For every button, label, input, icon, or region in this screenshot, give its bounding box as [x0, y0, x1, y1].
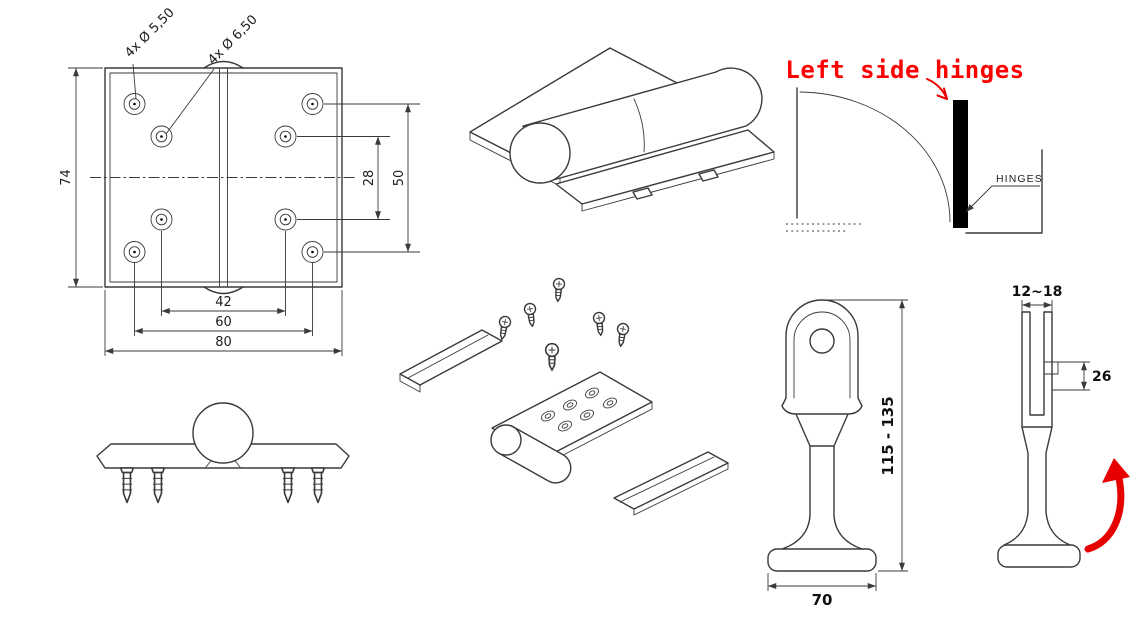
- screw-icon: [614, 322, 630, 348]
- hinges-leader: [965, 185, 1040, 213]
- dim-pivot-height: 115 - 135: [879, 396, 897, 475]
- screw-icon: [119, 467, 135, 504]
- screw-holes: [123, 93, 324, 263]
- screw-icon: [150, 467, 166, 504]
- dim-pivot-base-width: 70: [812, 591, 833, 609]
- door-swing-arc: [799, 91, 951, 223]
- cover-cap-bottom: [613, 451, 729, 516]
- hinge-exploded-view: [399, 277, 729, 516]
- pivot-side-view: 12~18 26: [997, 284, 1130, 568]
- screw-icon: [280, 467, 296, 504]
- dim-plate-height: 74: [59, 169, 74, 186]
- dim-pivot-top-range: 12~18: [1012, 284, 1063, 300]
- callout-leader-large: [165, 68, 215, 135]
- diagram-title: Left side hinges: [785, 56, 1024, 84]
- dim-outer-hole-spacing-h: 60: [215, 315, 232, 330]
- pivot-front-view: 115 - 135 70: [767, 299, 908, 609]
- dim-plate-width: 80: [215, 335, 232, 350]
- door-swing-diagram: Left side hinges HINGES: [785, 56, 1043, 234]
- dim-inner-hole-spacing-v: 28: [362, 170, 377, 187]
- callout-large-holes: 4x Ø 6,50: [205, 12, 260, 67]
- hinge-isometric-view: [469, 47, 775, 212]
- dim-pivot-clamp: 26: [1092, 369, 1111, 385]
- callout-small-holes: 4x Ø 5,50: [122, 5, 177, 60]
- hinge-front-view: 4x Ø 5,50 4x Ø 6,50 74 28 50 42 60 80: [59, 5, 420, 356]
- screw-icon: [544, 342, 560, 371]
- dim-outer-hole-spacing-v: 50: [392, 170, 407, 187]
- screw-icon: [310, 467, 326, 504]
- rotation-arrow-icon: [1084, 458, 1130, 553]
- dim-inner-hole-spacing-h: 42: [215, 295, 232, 310]
- screw-icon: [523, 302, 539, 328]
- screw-icon: [592, 311, 607, 337]
- cover-cap-top: [399, 329, 503, 393]
- screw-icon: [551, 277, 566, 303]
- hinge-body: [490, 371, 653, 484]
- callout-leader-small: [132, 63, 137, 100]
- red-pointer-arrow-icon: [926, 78, 948, 100]
- door-leaf-bar: [953, 100, 968, 228]
- hinge-profile-view: [96, 402, 350, 504]
- screw-icon: [495, 314, 513, 341]
- hinges-label: HINGES: [996, 173, 1043, 185]
